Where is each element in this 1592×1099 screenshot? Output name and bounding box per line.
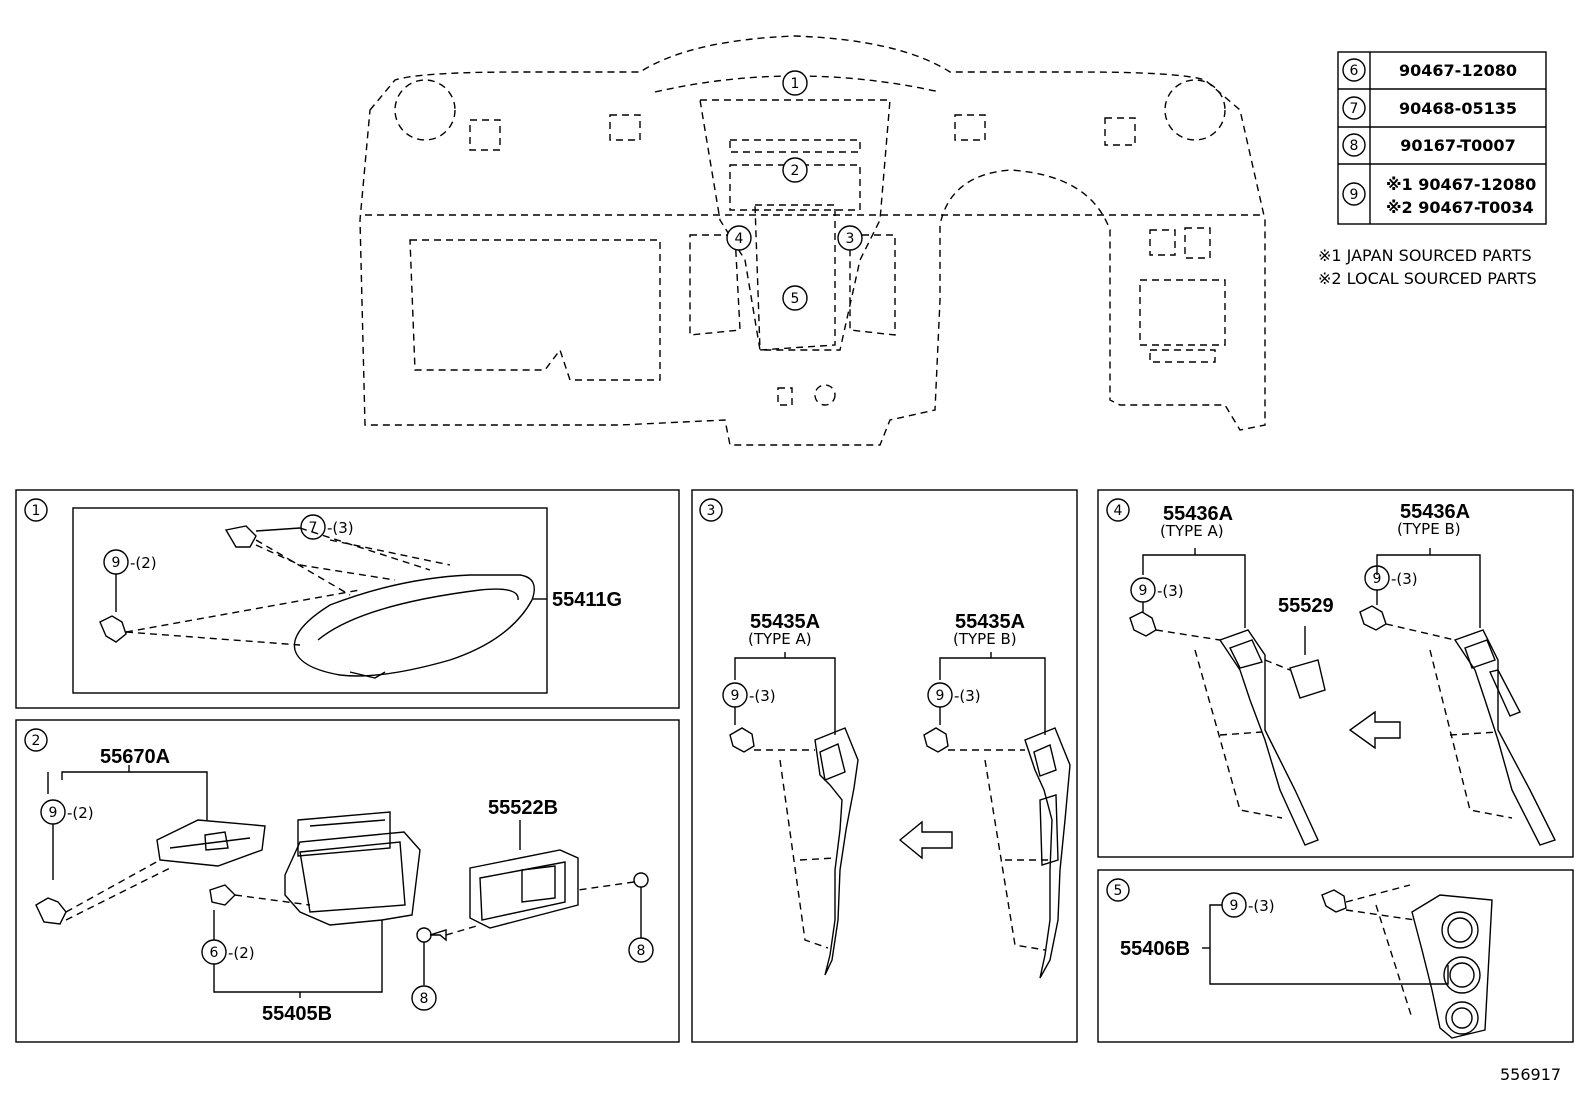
callout-3-overview [837,225,863,251]
callout-1-label: 1 [791,76,800,92]
p5-qty-9: -(3) [1248,897,1275,915]
panel-5-drawing [1202,884,1493,1039]
legend-part-7: 90468-05135 [1399,99,1517,118]
p2-callout-8b: 8 [637,943,646,959]
panel-3-number: 3 [707,503,716,519]
p1-callout-9: 9 [112,555,121,571]
panel-5-number: 5 [1114,883,1123,899]
panel-1-number: 1 [32,503,41,519]
legend-ref-7: 7 [1350,101,1359,117]
legend-ref-6: 6 [1350,63,1359,79]
p4-type-a: (TYPE A) [1160,522,1224,540]
p4-callout-9b: 9 [1373,571,1382,587]
legend-ref-8: 8 [1350,138,1359,154]
panel-3-drawing [722,652,1071,979]
p2-callout-6: 6 [210,945,219,961]
p3-qty-9a: -(3) [749,687,776,705]
panel-4-drawing [1129,548,1556,846]
p3-callout-9b: 9 [936,688,945,704]
p4-part-b: 55436A [1400,501,1470,523]
p4-part-55529: 55529 [1278,595,1334,617]
panel-2-number: 2 [32,733,41,749]
p2-qty-6: -(2) [228,944,255,962]
p2-part-55522B: 55522B [488,797,558,819]
p2-callout-9: 9 [49,805,58,821]
panel-1-frame [15,489,680,709]
panel-3-frame [691,489,1078,1043]
callout-2-overview [782,157,808,183]
legend-ref-9: 9 [1350,187,1359,203]
legend-part-6: 90467-12080 [1399,61,1517,80]
callout-5-label: 5 [791,291,800,307]
p1-callout-7: 7 [309,520,318,536]
p4-callout-9a: 9 [1139,583,1148,599]
p2-qty-9: -(2) [67,804,94,822]
p3-callout-9a: 9 [731,688,740,704]
legend-part-9-line1: ※1 90467-12080 [1386,175,1536,194]
p4-qty-9b: -(3) [1391,570,1418,588]
callout-1-overview [782,70,808,96]
panel-2-drawing [35,765,654,1011]
callout-4-label: 4 [735,231,744,247]
legend-table [1337,51,1547,225]
p2-part-55405B: 55405B [262,1003,332,1025]
p1-qty-7: -(3) [327,519,354,537]
panel-4-frame [1097,489,1574,858]
p3-type-a: (TYPE A) [748,630,812,648]
p3-part-a: 55435A [750,611,820,633]
p4-part-a: 55436A [1163,503,1233,525]
p2-part-55670A: 55670A [100,746,170,768]
legend-part-8: 90167-T0007 [1400,136,1515,155]
callout-4-overview [726,225,752,251]
callout-3-label: 3 [846,231,855,247]
note-local: ※2 LOCAL SOURCED PARTS [1318,269,1537,288]
panel-4-number: 4 [1114,503,1123,519]
p5-part-55406B: 55406B [1120,938,1190,960]
p1-qty-9: -(2) [130,554,157,572]
p4-type-b: (TYPE B) [1397,520,1461,538]
callout-2-label: 2 [791,163,800,179]
diagram-id: 556917 [1500,1065,1561,1084]
note-japan: ※1 JAPAN SOURCED PARTS [1318,246,1532,265]
dashboard-overview [359,35,1266,446]
p2-callout-8a: 8 [420,991,429,1007]
p3-type-b: (TYPE B) [953,630,1017,648]
panel-1-drawing [99,514,547,679]
legend-part-9-line2: ※2 90467-T0034 [1386,198,1534,217]
panel-2-frame [15,719,680,1043]
p4-qty-9a: -(3) [1157,582,1184,600]
callout-5-overview [782,285,808,311]
panel-5-frame [1097,869,1574,1043]
p5-callout-9: 9 [1230,898,1239,914]
p1-part-55411G: 55411G [552,589,622,611]
p3-part-b: 55435A [955,611,1025,633]
p3-qty-9b: -(3) [954,687,981,705]
